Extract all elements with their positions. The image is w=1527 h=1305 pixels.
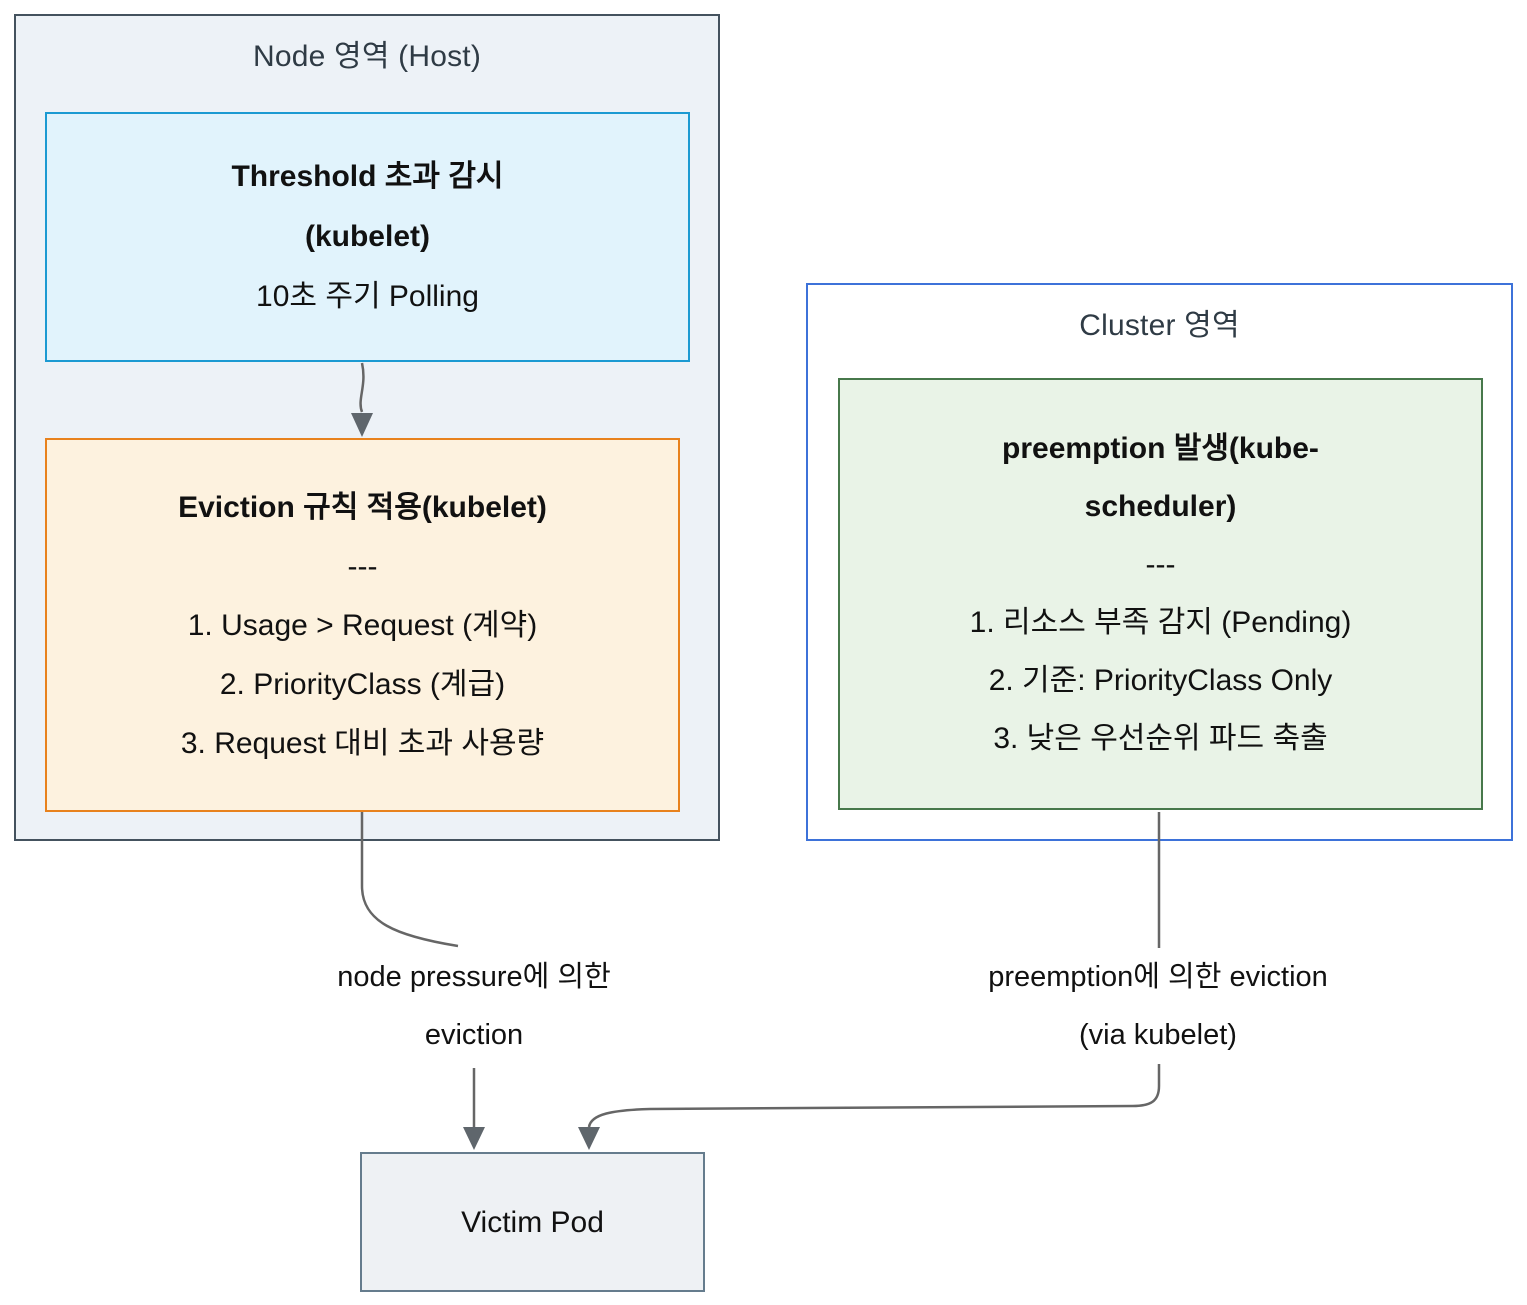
edge-label-node-pressure: node pressure에 의한 eviction [329, 948, 619, 1064]
preemption-item-2: 2. 기준: PriorityClass Only [988, 664, 1333, 697]
arrowhead-victim-left [463, 1127, 485, 1150]
eviction-separator: --- [347, 549, 378, 583]
preemption-title-line2: scheduler) [1084, 490, 1237, 523]
eviction-item-2: 2. PriorityClass (계급) [219, 667, 506, 701]
arrowhead-victim-right [578, 1127, 600, 1150]
cluster-area-title: Cluster 영역 [1079, 309, 1240, 342]
preemption-node: preemption 발생(kube- scheduler) --- 1. 리소… [838, 378, 1483, 810]
preemption-separator: --- [1145, 548, 1176, 581]
node-area-title: Node 영역 (Host) [252, 40, 482, 73]
victim-pod-node: Victim Pod [360, 1152, 705, 1292]
threshold-node: Threshold 초과 감시 (kubelet) 10초 주기 Polling [45, 112, 690, 362]
arrowhead-eviction [351, 413, 373, 437]
edge-label-preemption-line1: preemption에 의한 eviction [988, 961, 1328, 993]
preemption-item-3: 3. 낮은 우선순위 파드 축출 [993, 722, 1328, 755]
eviction-item-3: 3. Request 대비 초과 사용량 [180, 726, 545, 760]
edge-label-preemption-line2: (via kubelet) [1079, 1019, 1237, 1051]
edge-label-preemption: preemption에 의한 eviction (via kubelet) [980, 948, 1336, 1064]
threshold-subtitle: 10초 주기 Polling [256, 280, 479, 313]
edge-label-node-pressure-line1: node pressure에 의한 [337, 961, 611, 993]
preemption-title-line1: preemption 발생(kube- [1002, 432, 1319, 465]
edge-eviction-to-label [360, 812, 459, 948]
threshold-title-line1: Threshold 초과 감시 [231, 160, 504, 193]
eviction-rules-node: Eviction 규칙 적용(kubelet) --- 1. Usage > R… [45, 438, 680, 812]
eviction-item-1: 1. Usage > Request (계약) [187, 608, 538, 642]
edge-threshold-to-eviction [359, 362, 365, 413]
preemption-item-1: 1. 리소스 부족 감지 (Pending) [969, 606, 1352, 639]
eviction-title: Eviction 규칙 적용(kubelet) [178, 490, 547, 524]
edge-label-node-pressure-line2: eviction [424, 1019, 524, 1051]
edge-preemption-to-victim [587, 812, 1161, 1128]
victim-pod-label: Victim Pod [461, 1205, 604, 1239]
threshold-title-line2: (kubelet) [304, 220, 430, 253]
